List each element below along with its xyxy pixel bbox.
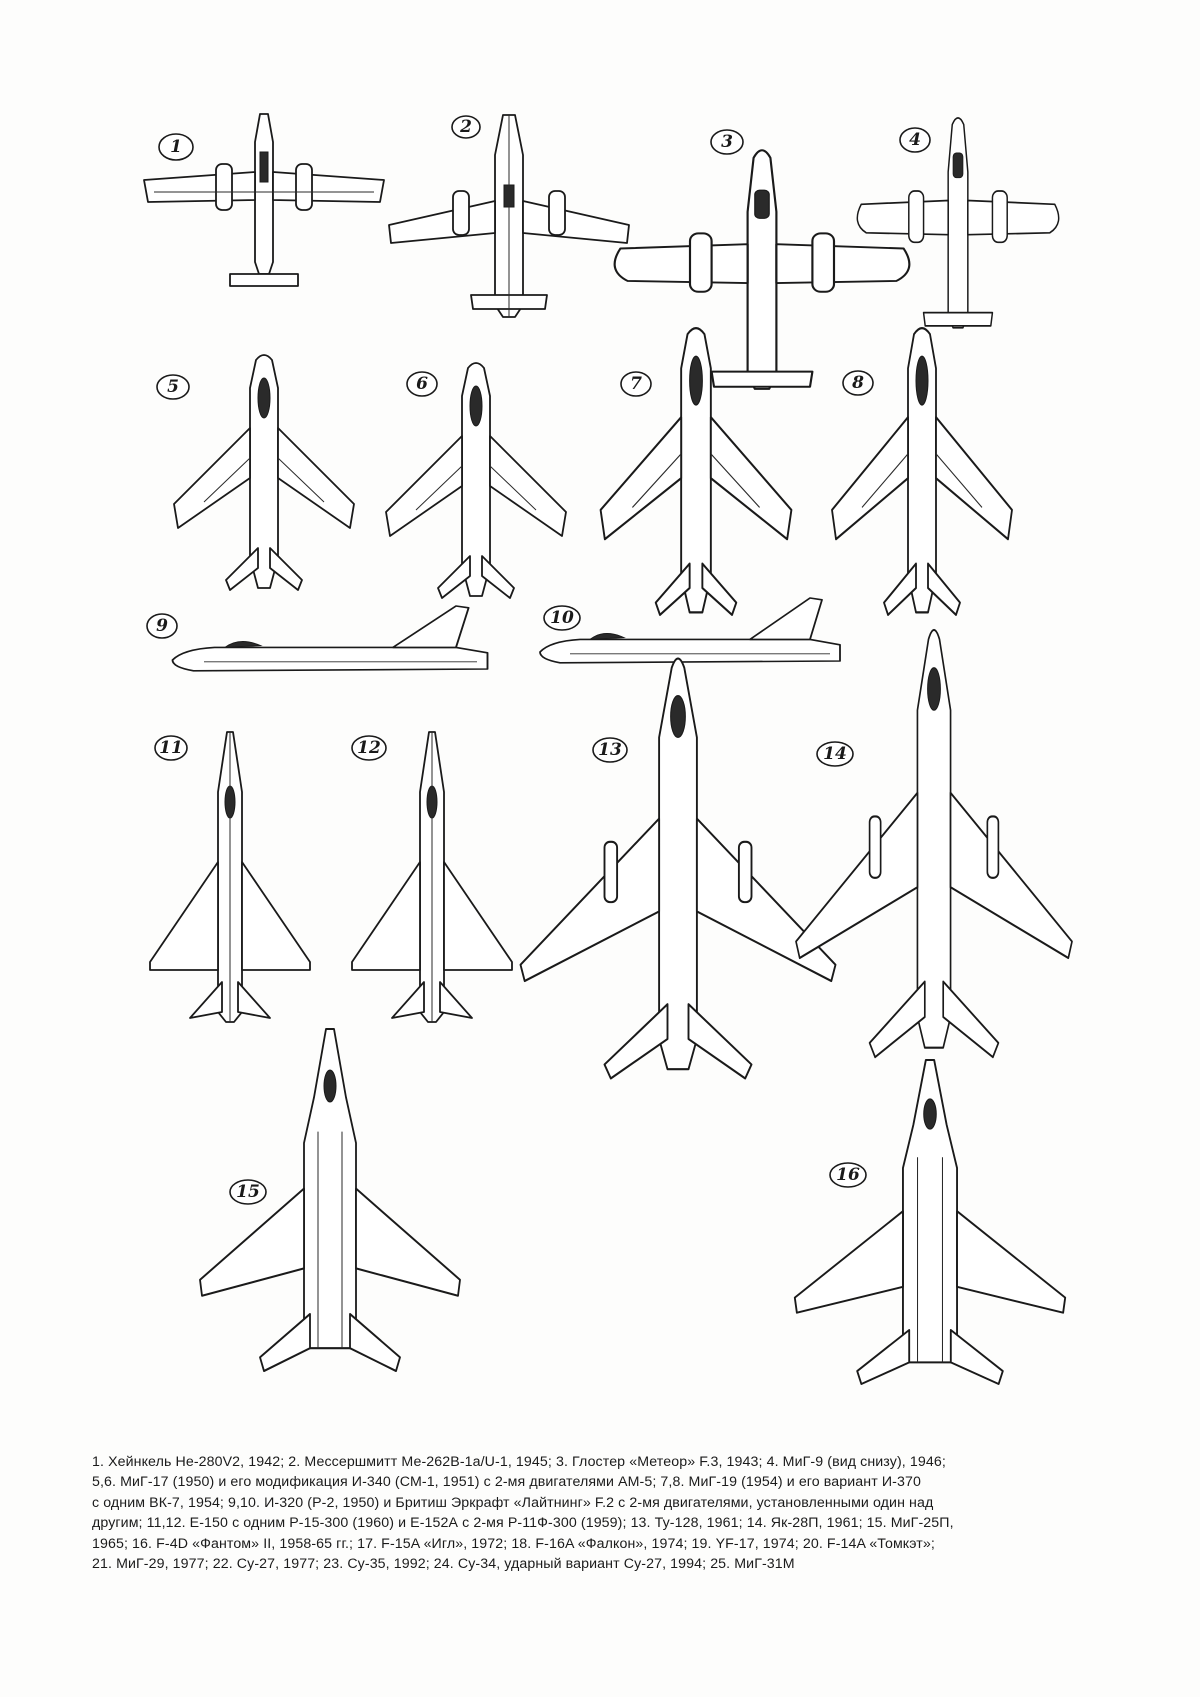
plate-number-1: 1 bbox=[158, 133, 194, 161]
plate-number-14: 14 bbox=[816, 741, 854, 767]
svg-text:5: 5 bbox=[167, 377, 179, 397]
svg-text:16: 16 bbox=[836, 1165, 860, 1185]
aircraft-drawing-16 bbox=[793, 1059, 1067, 1385]
aircraft-drawing-3 bbox=[613, 149, 911, 390]
aircraft-drawing-12 bbox=[351, 731, 513, 1023]
caption-line: 21. МиГ-29, 1977; 22. Су-27, 1977; 23. С… bbox=[92, 1556, 795, 1573]
caption-line: с одним ВК-7, 1954; 9,10. И-320 (Р-2, 19… bbox=[92, 1494, 934, 1511]
svg-text:12: 12 bbox=[357, 738, 381, 758]
svg-text:8: 8 bbox=[851, 373, 864, 393]
aircraft-drawing-2 bbox=[388, 114, 630, 318]
aircraft-drawing-13 bbox=[519, 657, 837, 1080]
svg-text:1: 1 bbox=[170, 137, 182, 157]
aircraft-drawing-14 bbox=[794, 628, 1074, 1059]
svg-text:9: 9 bbox=[156, 616, 168, 636]
plate-number-4: 4 bbox=[899, 127, 931, 153]
svg-text:7: 7 bbox=[630, 374, 642, 394]
aircraft-drawing-5 bbox=[173, 354, 355, 591]
plate-number-9: 9 bbox=[146, 613, 178, 639]
svg-text:13: 13 bbox=[598, 740, 622, 760]
svg-text:6: 6 bbox=[416, 374, 428, 394]
plate-number-5: 5 bbox=[156, 374, 190, 400]
svg-text:10: 10 bbox=[550, 608, 574, 628]
plate-number-2: 2 bbox=[451, 115, 481, 139]
plate-number-15: 15 bbox=[229, 1179, 267, 1205]
svg-text:11: 11 bbox=[159, 738, 183, 758]
aircraft-drawing-6 bbox=[385, 362, 567, 599]
svg-text:2: 2 bbox=[459, 117, 472, 137]
plate-number-8: 8 bbox=[842, 370, 874, 396]
aircraft-drawing-9 bbox=[171, 605, 489, 672]
plate-number-3: 3 bbox=[710, 129, 744, 155]
caption-line: другим; 11,12. Е-150 с одним Р-15-300 (1… bbox=[92, 1515, 954, 1532]
plate-number-12: 12 bbox=[351, 735, 387, 761]
figure-caption: 1. Хейнкель Не-280V2, 1942; 2. Мессершми… bbox=[92, 1452, 1110, 1574]
svg-text:4: 4 bbox=[909, 130, 921, 150]
aircraft-plates: 1 2 3 4 5 6 7 8 9 10 11 12 13 14 15 16 bbox=[143, 113, 1074, 1385]
plate-number-11: 11 bbox=[154, 735, 188, 761]
svg-text:14: 14 bbox=[823, 744, 847, 764]
plate-number-13: 13 bbox=[592, 737, 628, 763]
plate-number-6: 6 bbox=[406, 371, 438, 397]
plate-number-10: 10 bbox=[543, 605, 581, 631]
aircraft-drawing-4 bbox=[856, 116, 1060, 329]
caption-line: 5,6. МиГ-17 (1950) и его модификация И-3… bbox=[92, 1474, 921, 1491]
plate-number-7: 7 bbox=[620, 371, 652, 397]
aircraft-drawing-11 bbox=[149, 731, 311, 1023]
plate-number-16: 16 bbox=[829, 1162, 867, 1188]
caption-line: 1. Хейнкель Не-280V2, 1942; 2. Мессершми… bbox=[92, 1454, 946, 1470]
caption-line: 1965; 16. F-4D «Фантом» II, 1958-65 гг.;… bbox=[92, 1535, 935, 1552]
svg-text:3: 3 bbox=[721, 132, 733, 152]
svg-text:15: 15 bbox=[236, 1182, 260, 1202]
